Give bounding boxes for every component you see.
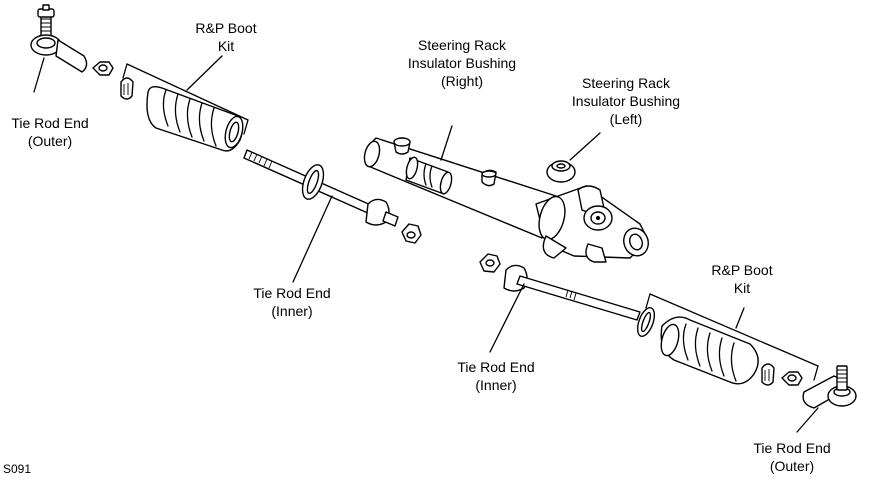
label-tie-rod-end-inner-right: Tie Rod End (Inner): [448, 358, 544, 394]
label-line: Steering Rack: [582, 75, 670, 91]
right-jam-nut: [781, 371, 803, 386]
label-line: (Left): [609, 111, 643, 127]
label-line: Tie Rod End: [457, 359, 535, 375]
label-line: (Outer): [27, 133, 73, 149]
leader-lines: [33, 55, 819, 433]
left-rp-boot: [146, 85, 244, 152]
right-rp-boot: [660, 316, 759, 385]
label-bushing-left: Steering Rack Insulator Bushing (Left): [560, 74, 692, 128]
label-line: (Right): [440, 73, 483, 89]
left-inner-lock-washer: [401, 223, 422, 244]
label-line: Tie Rod End: [753, 440, 831, 456]
left-jam-nut: [92, 61, 114, 76]
label-tie-rod-end-inner-left: Tie Rod End (Inner): [244, 284, 340, 320]
left-inner-tie-rod: [243, 149, 399, 227]
right-outer-tie-rod-end: [802, 365, 857, 409]
label-rp-boot-kit-left: R&P Boot Kit: [186, 19, 266, 55]
left-rack-insulator-bushing: [546, 160, 576, 183]
label-tie-rod-end-outer-left: Tie Rod End (Outer): [4, 114, 96, 150]
label-rp-boot-kit-right: R&P Boot Kit: [702, 261, 782, 297]
figure-code: S091: [3, 462, 32, 476]
label-line: (Inner): [475, 377, 517, 393]
label-line: Kit: [733, 280, 751, 296]
label-line: Insulator Bushing: [407, 55, 517, 71]
label-line: Steering Rack: [418, 37, 506, 53]
label-line: R&P Boot: [195, 20, 257, 36]
label-line: Insulator Bushing: [571, 93, 681, 109]
right-boot-clamp-small: [761, 363, 775, 386]
label-line: Tie Rod End: [11, 115, 89, 131]
label-line: (Inner): [271, 303, 313, 319]
label-line: Tie Rod End: [253, 285, 331, 301]
label-line: Kit: [217, 38, 235, 54]
right-inner-tie-rod: [503, 264, 656, 337]
right-inner-lock-washer: [479, 253, 501, 273]
label-bushing-right: Steering Rack Insulator Bushing (Right): [396, 36, 528, 90]
label-line: R&P Boot: [711, 262, 773, 278]
left-boot-clamp-small: [120, 77, 134, 100]
steering-rack-housing: [363, 137, 649, 263]
left-outer-tie-rod-end: [30, 4, 88, 73]
label-line: (Outer): [769, 458, 815, 474]
label-tie-rod-end-outer-right: Tie Rod End (Outer): [744, 439, 840, 475]
